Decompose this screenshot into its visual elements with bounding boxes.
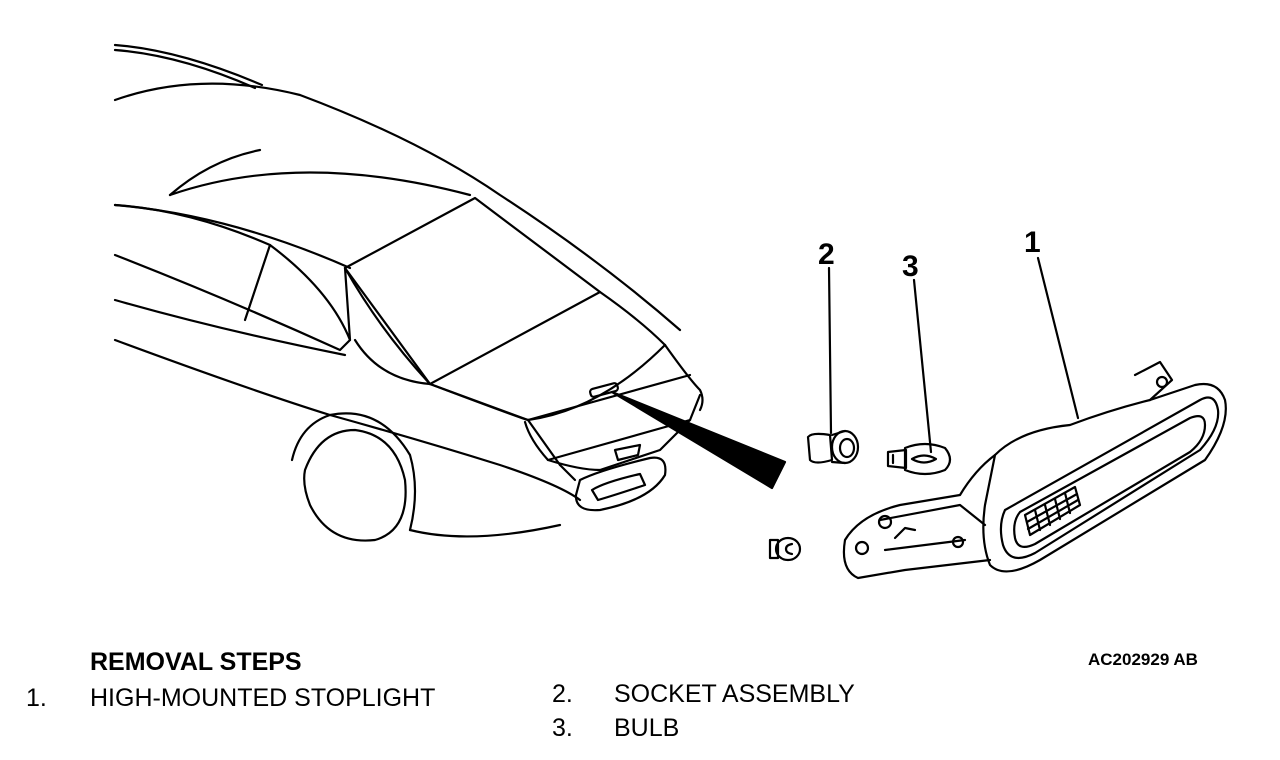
socket-assembly [806, 429, 860, 465]
leader-line-3 [912, 278, 933, 454]
socket-seal [768, 536, 802, 562]
figure-code: AC202929 AB [1088, 650, 1198, 669]
high-mounted-stoplight [842, 360, 1227, 580]
removal-steps-heading: REMOVAL STEPS [90, 648, 302, 676]
exploded-view-illustration: 1 2 3 [113, 43, 1227, 580]
step-number: 2. [552, 680, 573, 708]
leader-line-2 [827, 266, 833, 435]
step-label: HIGH-MOUNTED STOPLIGHT [90, 684, 436, 712]
callout-1: 1 [1024, 226, 1041, 259]
step-label: SOCKET ASSEMBLY [614, 680, 855, 708]
leader-line-1 [1036, 256, 1080, 420]
bulb [886, 442, 952, 476]
step-label: BULB [614, 714, 680, 742]
callout-2: 2 [818, 238, 835, 271]
step-number: 1. [26, 684, 47, 712]
car-body [113, 43, 704, 542]
callout-3: 3 [902, 250, 919, 283]
pointer-wedge [610, 390, 787, 490]
step-number: 3. [552, 714, 573, 742]
